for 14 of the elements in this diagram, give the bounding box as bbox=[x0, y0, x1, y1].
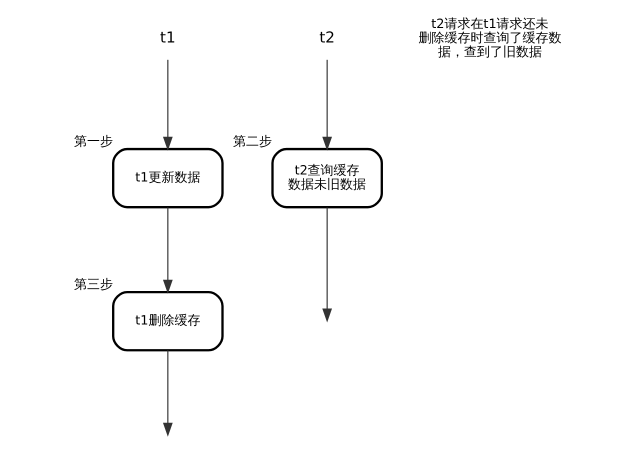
node-box: t2查询缓存数据未旧数据 bbox=[270, 148, 382, 208]
node-box: t1删除缓存 bbox=[112, 290, 224, 352]
node-box: t1更新数据 bbox=[112, 148, 224, 208]
arrow bbox=[162, 350, 172, 437]
node-label: 第三步 bbox=[73, 277, 112, 292]
node-text: t2 bbox=[318, 28, 334, 47]
arrow bbox=[322, 60, 332, 151]
arrow bbox=[162, 60, 172, 151]
node-label: 第二步 bbox=[232, 134, 272, 150]
node-text: t1 bbox=[160, 28, 176, 47]
arrow bbox=[322, 207, 332, 322]
node-label: 第一步 bbox=[73, 134, 112, 150]
arrow bbox=[162, 207, 172, 294]
label: t2请求在t1请求还未删除缓存时查询了缓存数据，查到了旧数据 bbox=[418, 16, 561, 60]
